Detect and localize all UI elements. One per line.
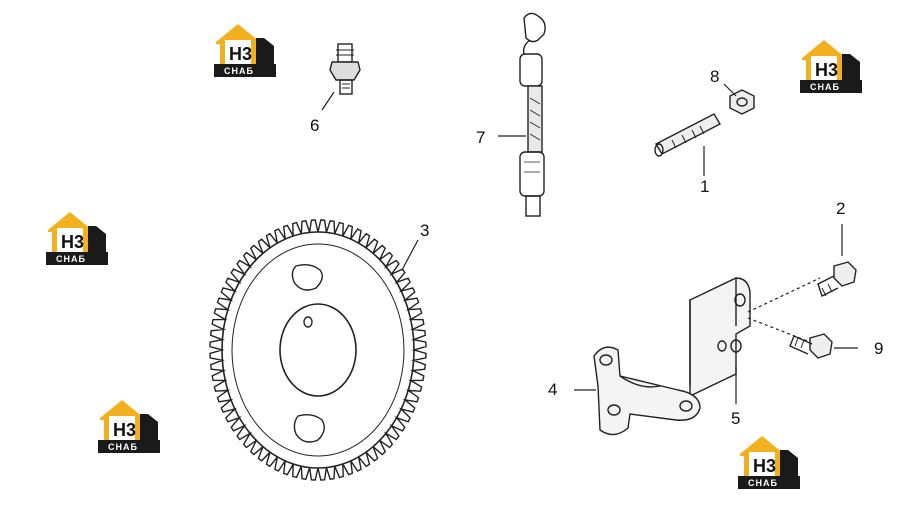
- logo-text: CHAБ: [748, 478, 778, 488]
- bracket-part: [689, 277, 751, 398]
- brand-logo: H3 CHAБ: [214, 24, 276, 77]
- callout-2: 2: [836, 199, 845, 218]
- logo-mark: H3: [113, 420, 136, 440]
- logo-mark: H3: [61, 232, 84, 252]
- logo-text: CHAБ: [56, 254, 86, 264]
- logo-mark: H3: [753, 456, 776, 476]
- callout-5: 5: [731, 409, 740, 428]
- brand-logo: H3 CHAБ: [800, 40, 862, 93]
- logo-text: CHAБ: [108, 442, 138, 452]
- brand-logo: H3 CHAБ: [46, 212, 108, 265]
- logo-text: CHAБ: [810, 82, 840, 92]
- logo-mark: H3: [229, 44, 252, 64]
- callout-4: 4: [548, 380, 557, 399]
- gear-teeth-outline: [209, 219, 427, 481]
- leader-lines: [321, 83, 858, 404]
- stud-part: [654, 113, 721, 157]
- callout-6: 6: [310, 116, 319, 135]
- brand-logo: H3 CHAБ: [98, 400, 160, 453]
- callout-8: 8: [710, 67, 719, 86]
- gear-teeth: [209, 219, 427, 481]
- plug-part: [329, 43, 361, 95]
- logo-mark: H3: [815, 60, 838, 80]
- callout-7: 7: [476, 128, 485, 147]
- bolt-part: [789, 333, 833, 359]
- bolt-part: [817, 261, 857, 297]
- hose-part: [519, 12, 546, 217]
- callout-3: 3: [420, 221, 429, 240]
- callout-1: 1: [700, 177, 709, 196]
- callout-9: 9: [874, 339, 883, 358]
- logo-text: CHAБ: [224, 66, 254, 76]
- brand-logo: H3 CHAБ: [738, 436, 800, 489]
- gear-part: [209, 219, 427, 481]
- support-part: [593, 346, 701, 436]
